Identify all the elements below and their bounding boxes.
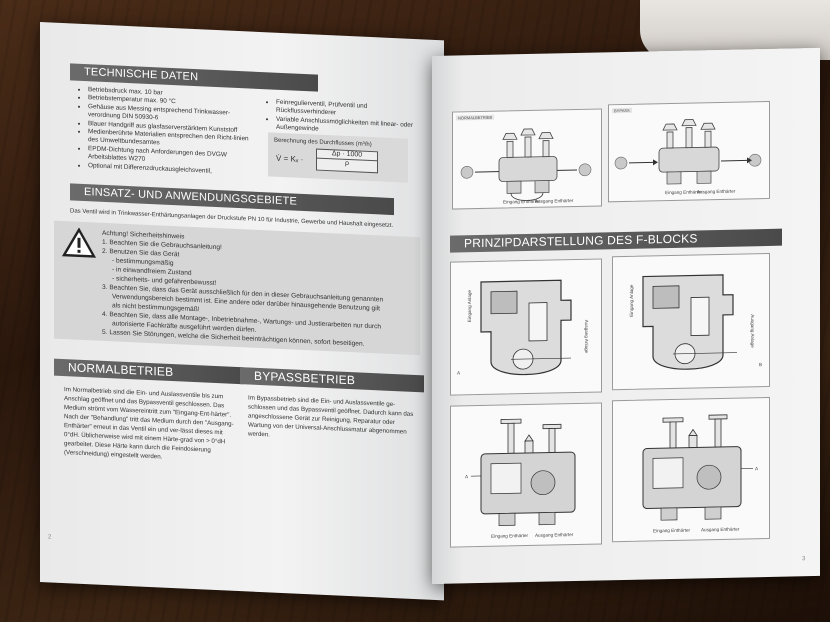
- valve-illustration: Eingang Enthärter Ausgang Enthärter: [614, 119, 762, 195]
- section-marker-b: B: [759, 362, 762, 367]
- normalbetrieb-text: Im Normalbetrieb sind die Ein- und Ausla…: [64, 386, 234, 461]
- section-left-label: Eingang Anlage: [629, 284, 634, 317]
- bypass-diagram: BYPASS Eingang Enthärter Ausgang Enthärt…: [608, 100, 770, 203]
- safety-warning-box: Achtung! Sicherheitshinweis 1. Beachten …: [54, 220, 420, 356]
- bypassbetrieb-text: Im Bypassbetrieb sind die Ein- und Ausla…: [248, 394, 414, 439]
- assembly-marker-a: A: [755, 466, 759, 471]
- section-diagram-b: Eingang Anlage Ausgang Anlage B: [612, 252, 770, 391]
- diagram-in-label: Eingang Enthärter: [665, 189, 702, 195]
- section-marker-a: A: [457, 370, 461, 375]
- warning-triangle-icon: [62, 227, 96, 258]
- section-right-label: Ausgang Anlage: [584, 320, 589, 354]
- valve-assembly-illustration: A Eingang Enthärter Ausgang Enthärter: [642, 414, 759, 534]
- warning-text: Achtung! Sicherheitshinweis 1. Beachten …: [102, 229, 412, 351]
- section-right-label: Ausgang Anlage: [750, 314, 755, 348]
- diagram-in-label: Eingang Enthärter: [503, 199, 540, 205]
- left-page: TECHNISCHE DATEN Betriebsdruck max. 10 b…: [40, 22, 444, 601]
- technische-daten-list: Betriebsdruck max. 10 bar Betriebstemper…: [80, 86, 255, 178]
- f-block-section-illustration: Eingang Anlage Ausgang Anlage A: [457, 279, 589, 375]
- formula-denominator: ρ: [345, 160, 349, 168]
- valve-assembly-illustration: A Eingang Enthärter Ausgang Enthärter: [465, 418, 576, 539]
- diagram-out-label: Ausgang Enthärter: [535, 198, 574, 204]
- assembly-in-label: Eingang Enthärter: [653, 528, 690, 534]
- page-number-left: 2: [48, 534, 52, 541]
- section-diagram-a: Eingang Anlage Ausgang Anlage A: [450, 258, 602, 396]
- formula-lhs: V̇ = Kᵥ ·: [276, 153, 304, 164]
- normalbetrieb-diagram: NORMALBETRIEB Eingang Enthärter Ausgang …: [452, 108, 602, 210]
- assembly-in-label: Eingang Enthärter: [491, 533, 528, 539]
- assembly-diagram-left: A Eingang Enthärter Ausgang Enthärter: [450, 402, 602, 548]
- diagram-tag: NORMALBETRIEB: [456, 114, 495, 121]
- section-left-label: Eingang Anlage: [467, 290, 472, 323]
- formula-box: Berechnung des Durchflusses (m³/h) V̇ = …: [268, 132, 408, 183]
- right-page: NORMALBETRIEB Eingang Enthärter Ausgang …: [432, 47, 820, 584]
- normalbetrieb-header: NORMALBETRIEB: [54, 358, 243, 385]
- diagram-out-label: Ausgang Enthärter: [697, 189, 736, 195]
- page-number-right: 3: [802, 556, 806, 563]
- prinzip-header: PRINZIPDARSTELLUNG DES F-BLOCKS: [450, 228, 782, 253]
- assembly-out-label: Ausgang Enthärter: [701, 527, 740, 533]
- assembly-diagram-right: A Eingang Enthärter Ausgang Enthärter: [612, 396, 770, 543]
- bypassbetrieb-header: BYPASSBETRIEB: [240, 367, 424, 393]
- assembly-marker-a: A: [465, 474, 469, 479]
- formula-title: Berechnung des Durchflusses (m³/h): [274, 137, 372, 149]
- assembly-out-label: Ausgang Enthärter: [535, 532, 574, 538]
- f-block-section-illustration: Eingang Anlage Ausgang Anlage B: [629, 274, 762, 370]
- formula-sqrt: Δp · 1000 ρ: [316, 148, 378, 174]
- diagram-tag: BYPASS: [612, 107, 632, 114]
- valve-illustration: Eingang Enthärter Ausgang Enthärter: [460, 128, 592, 205]
